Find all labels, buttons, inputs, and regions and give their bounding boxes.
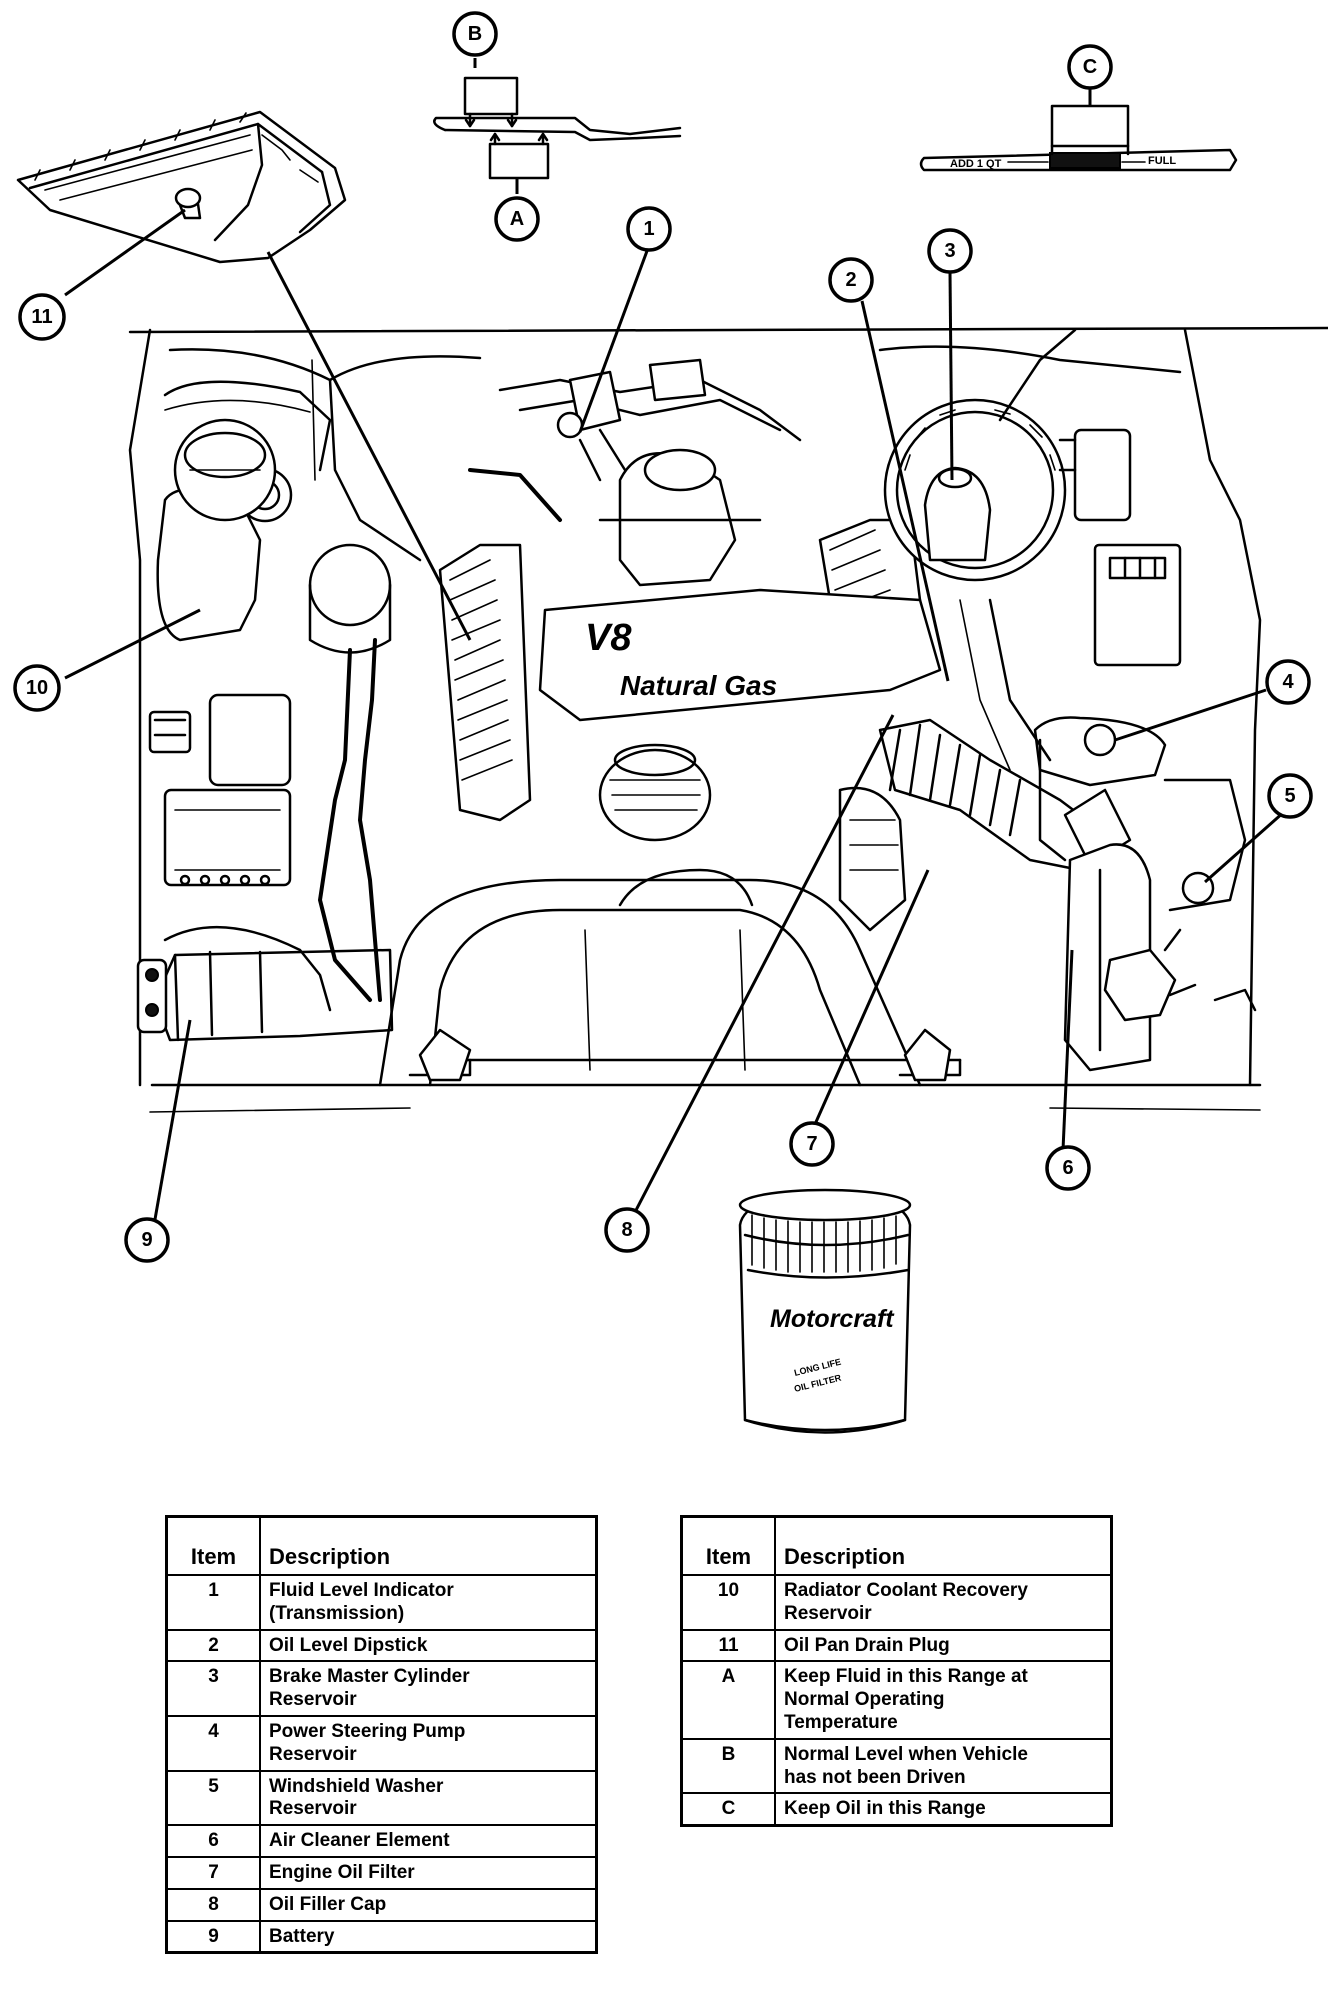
callouts: 1 2 3 4 5 6 7 8 9 10 11 A B C [13,11,1313,1263]
svg-text:3: 3 [944,240,955,262]
legend-description: Power Steering Pump Reservoir [259,1714,598,1772]
svg-text:1: 1 [643,218,654,240]
legend-item: 5 [165,1769,261,1827]
left-valve-cover [438,543,532,822]
legend-description: Oil Filler Cap [259,1887,598,1922]
oil-filter-location [838,786,907,932]
svg-text:5: 5 [1284,785,1295,807]
callout-c: C [1067,44,1113,90]
transmission-dipstick-level-detail [433,76,682,180]
intake-manifold [538,588,942,722]
leader-lines [64,58,1285,1226]
legend-description: Normal Level when Vehicle has not been D… [774,1737,1113,1795]
oil-pan-illustration [16,110,347,264]
legend-item: B [680,1737,776,1795]
legend-item: 8 [165,1887,261,1922]
dipstick-add-label: ADD 1 QT [950,158,1002,170]
svg-text:C: C [1083,56,1097,78]
svg-text:11: 11 [31,306,52,328]
callout-2: 2 [828,257,874,303]
legend-header-item: Item [680,1515,776,1576]
legend-description: Oil Level Dipstick [259,1628,598,1663]
engine-compartment-diagram: ADD 1 QT FULL [13,11,1328,1434]
legend-description: Keep Fluid in this Range at Normal Opera… [774,1660,1113,1740]
legend-description: Air Cleaner Element [259,1824,598,1858]
svg-text:7: 7 [806,1133,817,1155]
callout-3: 3 [927,228,973,274]
callout-4: 4 [1265,659,1311,705]
legend-item: C [680,1792,776,1827]
legend-description: Battery [259,1919,598,1954]
filter-brand: Motorcraft [770,1305,895,1333]
dipstick-full-label: FULL [1148,155,1176,167]
svg-text:9: 9 [141,1229,152,1251]
svg-text:A: A [510,208,524,230]
oil-filter-illustration: Motorcraft LONG LIFE OIL FILTER [738,1188,912,1434]
engine-badge: V8 [585,617,632,659]
legend-item: 10 [680,1574,776,1631]
legend-description: Windshield Washer Reservoir [259,1769,598,1827]
callout-5: 5 [1267,773,1313,819]
svg-text:4: 4 [1282,671,1294,693]
drain-plug-icon [174,187,202,209]
oil-dipstick-level-detail: ADD 1 QT FULL [919,104,1238,172]
callout-9: 9 [124,1217,170,1263]
relay-box [163,788,292,887]
callout-b: B [452,11,498,57]
legend-item: 9 [165,1919,261,1954]
engine-name: Natural Gas [620,670,777,701]
legend-header-row: Item Description [680,1515,1113,1576]
callout-11: 11 [18,293,66,341]
legend-description: Brake Master Cylinder Reservoir [259,1660,598,1717]
legend-item: 6 [165,1824,261,1858]
legend-description: Engine Oil Filter [259,1855,598,1890]
legend-description: Oil Pan Drain Plug [774,1628,1113,1663]
callout-a: A [494,196,540,242]
legend-item: 1 [165,1574,261,1631]
callout-7: 7 [789,1121,835,1167]
callout-8: 8 [604,1207,650,1253]
svg-text:10: 10 [26,677,48,699]
engine-bay: V8 Natural Gas [128,326,1328,1113]
callout-6: 6 [1045,1145,1091,1191]
legend-description: Keep Oil in this Range [774,1792,1113,1827]
legend-item: 2 [165,1628,261,1663]
legend-description: Radiator Coolant Recovery Reservoir [774,1574,1113,1631]
legend-item: 11 [680,1628,776,1663]
legend-header-row: Item Description [165,1515,598,1576]
svg-text:2: 2 [845,269,856,291]
svg-text:B: B [468,23,482,45]
legend-item: 4 [165,1714,261,1772]
legend-item: A [680,1660,776,1740]
svg-text:8: 8 [621,1219,632,1241]
callout-1: 1 [626,206,672,252]
legend-description: Fluid Level Indicator (Transmission) [259,1574,598,1631]
legend-header-item: Item [165,1515,261,1576]
legend-header-description: Description [774,1515,1113,1576]
battery [153,948,394,1042]
legend-item: 7 [165,1855,261,1890]
callout-10: 10 [13,664,61,712]
svg-text:6: 6 [1062,1157,1073,1179]
legend-header-description: Description [259,1515,598,1576]
legend-item: 3 [165,1660,261,1717]
coolant-reservoir [156,487,262,642]
